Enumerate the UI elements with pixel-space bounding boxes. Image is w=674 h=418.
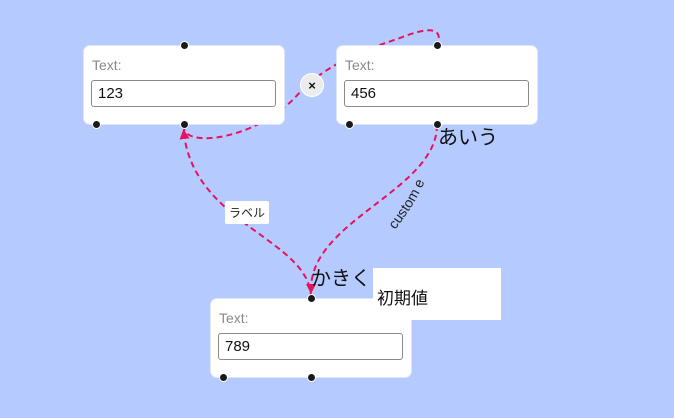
node-label: Text: — [92, 57, 122, 73]
edge-node3-node1[interactable] — [179, 129, 312, 299]
node-text-input[interactable] — [218, 333, 403, 360]
handle-bottom-left[interactable] — [92, 120, 101, 129]
node-label: Text: — [345, 57, 375, 73]
text-node-2[interactable]: Text: — [337, 41, 537, 129]
handle-top[interactable] — [433, 41, 442, 50]
node-label: Text: — [219, 310, 249, 326]
handle-bottom[interactable] — [180, 120, 189, 129]
edge-source-label: あいう — [438, 125, 498, 149]
initial-value-panel: 初期値 — [373, 268, 501, 320]
handle-bottom-left[interactable] — [345, 120, 354, 129]
handle-bottom[interactable] — [433, 120, 442, 129]
edge-label-badge: ラベル — [225, 201, 270, 224]
initial-value-text: 初期値 — [377, 289, 428, 309]
edge-node2-node3[interactable] — [306, 124, 438, 294]
handle-bottom[interactable] — [307, 373, 316, 382]
text-node-1[interactable]: Text: — [84, 41, 284, 129]
node-text-input[interactable] — [344, 80, 529, 107]
handle-top[interactable] — [307, 294, 316, 303]
edge-target-label: かきく — [311, 266, 371, 290]
close-icon: × — [308, 77, 316, 93]
node-text-input[interactable] — [91, 80, 276, 107]
edge-delete-button[interactable]: × — [300, 73, 324, 97]
handle-bottom-left[interactable] — [219, 373, 228, 382]
handle-top[interactable] — [180, 41, 189, 50]
